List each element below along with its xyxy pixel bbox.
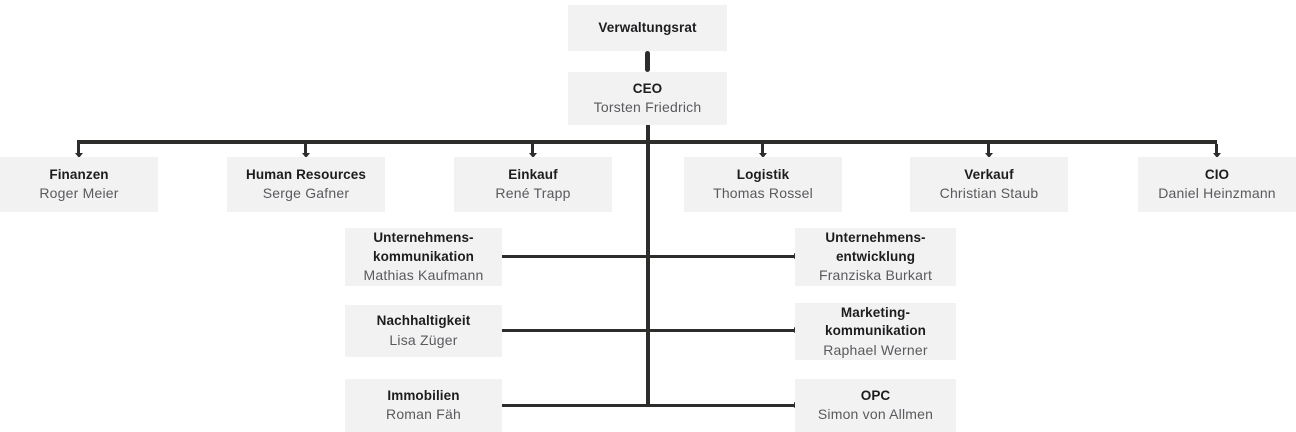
node-title: Unternehmens- bbox=[373, 230, 474, 245]
node-title: Unternehmens- bbox=[825, 230, 926, 245]
arrowhead-down-icon bbox=[529, 153, 537, 158]
node-title: Logistik bbox=[736, 166, 790, 182]
connector-board-to-ceo bbox=[645, 51, 650, 72]
node-name: Christian Staub bbox=[939, 185, 1039, 202]
node-title: Immobilien bbox=[387, 387, 460, 403]
connector-staff-row-2 bbox=[500, 329, 796, 332]
node-title: Einkauf bbox=[508, 166, 558, 182]
node-title: Marketing- bbox=[840, 304, 911, 320]
node-marketingkommunikation: Marketing- kommunikation Raphael Werner bbox=[795, 303, 956, 360]
node-title: Nachhaltigkeit bbox=[376, 313, 471, 329]
node-cio: CIO Daniel Heinzmann bbox=[1138, 157, 1296, 212]
node-human-resources: Human Resources Serge Gafner bbox=[227, 157, 385, 212]
node-name: Roman Fäh bbox=[386, 406, 461, 423]
node-logistik: Logistik Thomas Rossel bbox=[684, 157, 842, 212]
node-name: Torsten Friedrich bbox=[593, 99, 702, 116]
node-title-line2: kommunikation bbox=[824, 323, 927, 338]
connector-drop-einkauf bbox=[531, 144, 534, 154]
node-name: Serge Gafner bbox=[262, 185, 350, 202]
node-unternehmenskommunikation: Unternehmens- kommunikation Mathias Kauf… bbox=[345, 228, 502, 286]
node-verwaltungsrat: Verwaltungsrat bbox=[568, 5, 727, 51]
arrowhead-down-icon bbox=[75, 153, 83, 158]
connector-staff-row-1 bbox=[500, 255, 796, 258]
node-verkauf: Verkauf Christian Staub bbox=[910, 157, 1068, 212]
node-einkauf: Einkauf René Trapp bbox=[454, 157, 612, 212]
node-finanzen: Finanzen Roger Meier bbox=[0, 157, 158, 212]
connector-drop-cio bbox=[1215, 144, 1218, 154]
node-title: CIO bbox=[1204, 166, 1230, 182]
arrowhead-down-icon bbox=[1213, 153, 1221, 158]
connector-staff-row-3 bbox=[500, 404, 796, 407]
connector-drop-logistik bbox=[761, 144, 764, 154]
node-name: Raphael Werner bbox=[823, 341, 928, 358]
node-title-line2: entwicklung bbox=[835, 248, 916, 264]
connector-drop-finanzen bbox=[77, 144, 80, 154]
node-name: Lisa Züger bbox=[389, 331, 458, 348]
node-title-line2: kommunikation bbox=[372, 248, 475, 264]
node-immobilien: Immobilien Roman Fäh bbox=[345, 379, 502, 432]
node-name: Thomas Rossel bbox=[713, 185, 813, 202]
connector-drop-human-resources bbox=[304, 144, 307, 154]
node-name: Roger Meier bbox=[39, 185, 119, 202]
node-title: Human Resources bbox=[245, 166, 367, 182]
node-title: Finanzen bbox=[49, 166, 109, 182]
node-name: Simon von Allmen bbox=[817, 406, 934, 423]
node-unternehmensentwicklung: Unternehmens- entwicklung Franziska Burk… bbox=[795, 228, 956, 286]
node-title: Verkauf bbox=[964, 166, 1014, 182]
node-title: OPC bbox=[860, 387, 891, 403]
arrowhead-down-icon bbox=[985, 153, 993, 158]
node-name: René Trapp bbox=[495, 185, 571, 202]
node-title: CEO bbox=[632, 80, 663, 96]
arrowhead-down-icon bbox=[302, 153, 310, 158]
node-title: Verwaltungsrat bbox=[598, 19, 697, 35]
connector-main-horizontal bbox=[77, 140, 1217, 144]
node-name: Daniel Heinzmann bbox=[1158, 185, 1276, 202]
connector-drop-verkauf bbox=[987, 144, 990, 154]
node-nachhaltigkeit: Nachhaltigkeit Lisa Züger bbox=[345, 305, 502, 357]
arrowhead-down-icon bbox=[759, 153, 767, 158]
node-name: Mathias Kaufmann bbox=[363, 267, 484, 283]
node-name: Franziska Burkart bbox=[818, 267, 933, 283]
node-ceo: CEO Torsten Friedrich bbox=[568, 72, 727, 125]
node-opc: OPC Simon von Allmen bbox=[795, 379, 956, 432]
connector-ceo-spine bbox=[646, 125, 650, 407]
